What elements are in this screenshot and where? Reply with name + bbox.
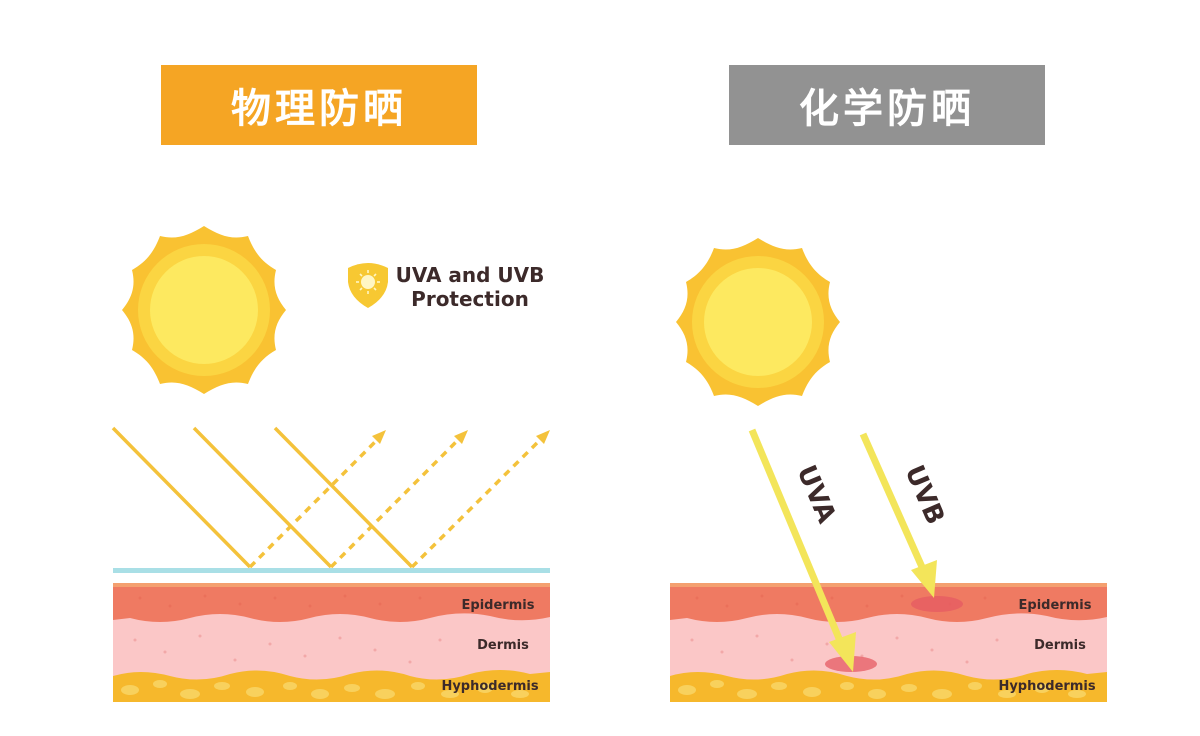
sunscreen-film — [113, 568, 550, 573]
sun-right — [676, 238, 840, 406]
arrowhead-icon — [829, 632, 856, 672]
uvb-absorption-spot — [911, 596, 963, 612]
epidermis-layer — [113, 583, 550, 622]
epidermis-label: Epidermis — [1019, 598, 1092, 613]
incident-ray — [192, 426, 333, 569]
arrowhead-icon — [911, 560, 937, 598]
badge-line-2: Protection — [411, 287, 529, 311]
reflected-ray — [248, 435, 382, 569]
skin-layers-right — [670, 583, 1107, 702]
incident-rays — [111, 426, 414, 569]
hypodermis-label: Hyphodermis — [441, 679, 538, 694]
reflected-rays — [248, 435, 545, 569]
reflected-ray — [329, 435, 463, 569]
arrowhead-icon — [372, 430, 386, 444]
chemical-sunscreen-title: 化学防晒 — [729, 65, 1045, 145]
hypodermis-layer — [113, 670, 550, 702]
physical-sunscreen-title: 物理防晒 — [161, 65, 477, 145]
uva-label: UVA — [791, 461, 842, 528]
uvb-ray: UVB — [859, 432, 950, 598]
skin-layers-left — [113, 583, 550, 702]
dermis-label: Dermis — [477, 638, 529, 653]
hypodermis-label: Hyphodermis — [998, 679, 1095, 694]
epidermis-label: Epidermis — [462, 598, 535, 613]
reflected-arrowheads — [372, 430, 550, 444]
badge-line-1: UVA and UVB — [396, 263, 545, 287]
dermis-label: Dermis — [1034, 638, 1086, 653]
reflected-ray — [410, 435, 545, 569]
hypodermis-layer — [670, 670, 1107, 702]
arrowhead-icon — [536, 430, 550, 444]
uvb-label: UVB — [899, 461, 950, 529]
incident-ray — [273, 426, 414, 569]
uv-protection-badge: UVA and UVB Protection — [348, 263, 544, 311]
sun-left — [122, 226, 286, 394]
arrowhead-icon — [454, 430, 468, 444]
incident-ray — [111, 426, 252, 569]
epidermis-layer — [670, 583, 1107, 622]
